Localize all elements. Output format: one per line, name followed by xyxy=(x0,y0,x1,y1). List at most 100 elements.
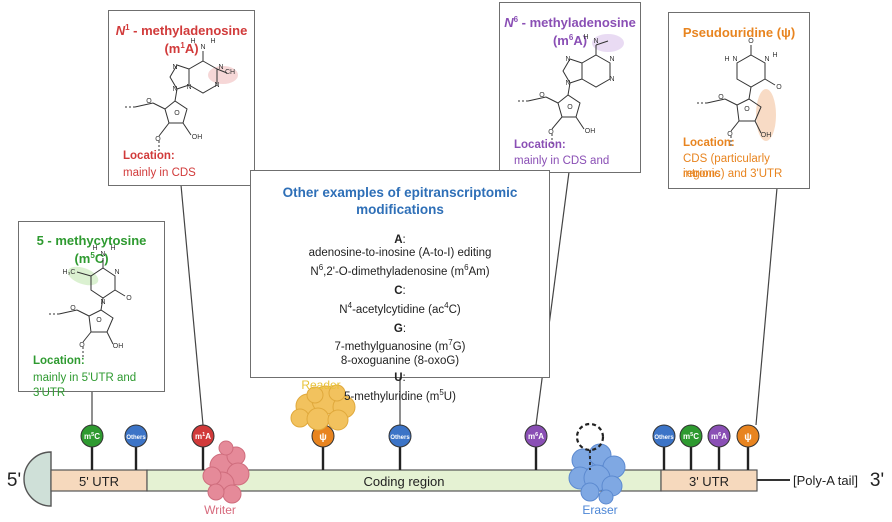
m6a-structure: N H N N N N O O O OH xyxy=(516,34,624,145)
utr5-label: 5' UTR xyxy=(79,474,119,489)
svg-text:H: H xyxy=(210,38,215,45)
m1a-location-text: mainly in CDS xyxy=(123,167,196,179)
svg-text:N: N xyxy=(214,82,219,89)
svg-text:O: O xyxy=(539,92,545,99)
writer-label: Writer xyxy=(204,503,236,517)
pin-label-others-1: Others xyxy=(126,435,146,441)
reader-label: Reader xyxy=(301,378,340,392)
m6a-location-label: Location: xyxy=(514,139,566,151)
polya-label: [Poly-A tail] xyxy=(793,473,858,488)
svg-text:OH: OH xyxy=(585,128,596,135)
svg-text:N: N xyxy=(593,38,598,45)
reader-protein xyxy=(290,384,356,431)
group-u-letter: U: xyxy=(394,372,406,385)
svg-text:OH: OH xyxy=(761,132,772,139)
svg-text:O: O xyxy=(744,106,750,113)
svg-text:OH: OH xyxy=(113,343,124,350)
pin-label-m6a-2: m6A xyxy=(711,432,727,441)
m5c-location-text: mainly in 5'UTR and 3'UTR xyxy=(33,372,137,399)
svg-text:O: O xyxy=(79,342,85,349)
m5c-structure: N H H N O N O O O OH H₃C xyxy=(47,245,132,358)
psi-location-label: Location: xyxy=(683,137,735,149)
pin-label-psi-1: ψ xyxy=(319,432,327,443)
pin-heads xyxy=(80,424,760,448)
card-m5c: 5 - methycytosine (m5C) N H H xyxy=(18,221,165,399)
removed-mark-dashed-circle xyxy=(575,422,605,452)
svg-text:CH: CH xyxy=(225,69,235,76)
utr3-label: 3' UTR xyxy=(689,474,729,489)
connector-psi xyxy=(755,187,778,426)
svg-text:H: H xyxy=(724,56,729,63)
pin-label-others-3: Others xyxy=(654,435,674,441)
group-g-line-2: 8-oxoguanine (8-oxoG) xyxy=(340,354,460,367)
m1a-location-label: Location: xyxy=(123,150,175,162)
svg-text:O: O xyxy=(567,104,573,111)
other-examples-title: Other examples of epitranscriptomic modi… xyxy=(282,185,518,217)
svg-text:N: N xyxy=(732,56,737,63)
svg-text:O: O xyxy=(70,305,76,312)
pin-label-m5c: m5C xyxy=(84,432,100,441)
pin-label-m6a-1: m6A xyxy=(528,432,544,441)
svg-text:O: O xyxy=(146,98,152,105)
svg-text:N: N xyxy=(764,56,769,63)
svg-text:N: N xyxy=(172,86,177,93)
eraser-label: Eraser xyxy=(582,503,617,517)
five-prime-cap xyxy=(23,451,52,507)
pin-label-psi-2: ψ xyxy=(744,432,752,443)
three-prime-label: 3' xyxy=(870,470,884,491)
coding-region-label: Coding region xyxy=(364,474,445,489)
pin-label-m5c-2: m5C xyxy=(683,432,699,441)
card-m6a: N6 - methyladenosine (m6A) N H xyxy=(499,2,641,182)
psi-location-line-2: regions) and 3'UTR xyxy=(683,168,783,180)
svg-text:H: H xyxy=(583,34,588,41)
group-c-line: N4-acetylcytidine (ac4C) xyxy=(339,300,461,316)
svg-text:O: O xyxy=(174,110,180,117)
svg-text:O: O xyxy=(548,129,554,136)
m6a-title: N6 - methyladenosine (m6A) xyxy=(504,15,636,48)
writer-protein xyxy=(202,440,250,504)
svg-text:H: H xyxy=(772,52,777,59)
card-psi: Pseudouridine (ψ) O N H N H xyxy=(668,12,810,189)
svg-text:O: O xyxy=(727,131,733,138)
svg-text:N: N xyxy=(200,44,205,51)
svg-text:O: O xyxy=(96,317,102,324)
group-g-letter: G: xyxy=(393,323,407,336)
group-c-letter: C: xyxy=(394,285,406,298)
svg-text:O: O xyxy=(718,94,724,101)
m5c-title: 5 - methycytosine (m5C) xyxy=(36,233,147,266)
svg-text:H: H xyxy=(92,245,97,252)
m5c-location-label: Location: xyxy=(33,355,85,367)
group-a-letter: A: xyxy=(394,234,406,246)
m1a-title: N1 - methyladenosine (m1A) xyxy=(115,23,248,56)
psi-structure: O N H N H O O O O OH xyxy=(695,38,782,147)
svg-text:N: N xyxy=(565,80,570,87)
other-examples-list: A: adenosine-to-inosine (A-to-I) editing… xyxy=(251,232,549,404)
svg-text:O: O xyxy=(155,136,161,143)
svg-text:O: O xyxy=(776,84,782,91)
m1a-structure: N H H N N N N N O O O OH CH xyxy=(123,38,238,153)
svg-text:N: N xyxy=(609,76,614,83)
eraser-protein xyxy=(568,443,626,505)
svg-text:OH: OH xyxy=(192,134,203,141)
connector-m6a xyxy=(535,171,570,426)
svg-text:H₃C: H₃C xyxy=(63,269,76,276)
svg-text:H: H xyxy=(190,38,195,45)
five-prime-label: 5' xyxy=(7,470,21,491)
other-examples-box: Other examples of epitranscriptomic modi… xyxy=(250,170,550,403)
card-m1a: N1 - methyladenosine (m1A) N H xyxy=(108,10,255,186)
group-a-line-1: adenosine-to-inosine (A-to-I) editing xyxy=(308,247,492,260)
svg-text:N: N xyxy=(609,56,614,63)
svg-text:N: N xyxy=(100,299,105,306)
group-u-line: 5-methyluridine (m5U) xyxy=(344,387,456,403)
svg-text:N: N xyxy=(565,56,570,63)
psi-location-line-1: CDS (particularly intronic xyxy=(683,153,770,180)
psi-title: Pseudouridine (ψ) xyxy=(682,25,796,40)
svg-text:O: O xyxy=(748,38,754,45)
svg-text:N: N xyxy=(172,64,177,71)
pin-label-m1a: m1A xyxy=(195,432,211,441)
svg-text:N: N xyxy=(218,64,223,71)
pin-label-others-2: Others xyxy=(390,435,410,441)
svg-text:H: H xyxy=(110,245,115,252)
connector-m1a xyxy=(180,184,204,426)
